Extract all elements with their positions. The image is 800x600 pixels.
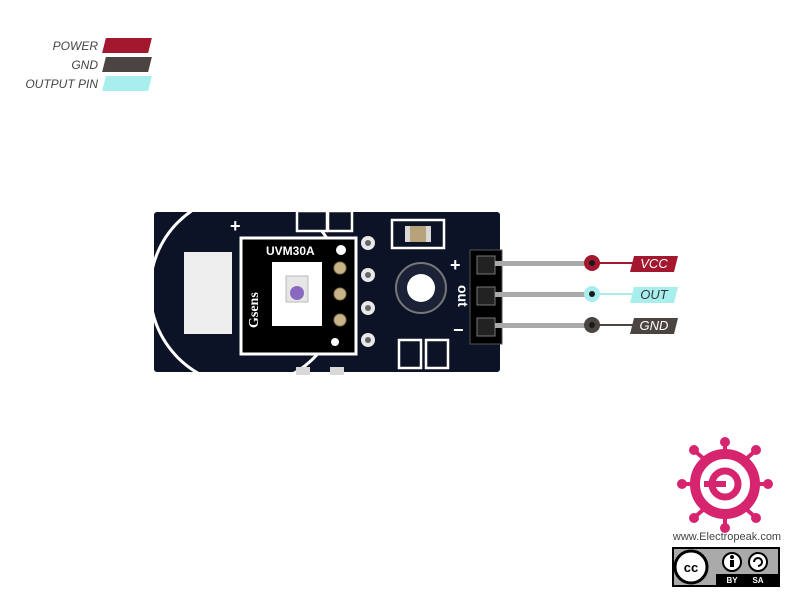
smd-pad: [296, 367, 310, 375]
legend-item-output: OUTPUT PIN: [0, 74, 160, 93]
capacitor-terminal: [426, 226, 431, 242]
legend-label: POWER: [52, 39, 98, 53]
smd-pad: [424, 338, 450, 370]
legend-item-gnd: GND: [0, 55, 160, 74]
legend: POWER GND OUTPUT PIN: [0, 36, 160, 93]
cc-icon: [673, 549, 709, 585]
legend-item-power: POWER: [0, 36, 160, 55]
smd-pad: [326, 209, 354, 233]
cc-license-badge: cc BY SA: [672, 547, 780, 587]
chip-label: UVM30A: [266, 244, 315, 258]
module-pin: [333, 287, 347, 301]
via-hole: [365, 272, 371, 278]
smd-pad: [295, 209, 329, 233]
smd-pad: [330, 367, 344, 375]
pin-label-gnd: GND: [630, 318, 678, 334]
pin-label-vcc: VCC: [630, 256, 678, 272]
legend-label: OUTPUT PIN: [25, 77, 98, 91]
pin-label-out-text: OUT: [640, 287, 668, 302]
pin-wire-gnd: [495, 323, 593, 328]
capacitor-terminal: [405, 226, 410, 242]
module-pin: [333, 261, 347, 275]
terminal-center: [589, 291, 595, 297]
license-sa-label: SA: [752, 576, 763, 585]
module-pin: [333, 313, 347, 327]
header-socket: [476, 286, 496, 306]
pin-out-mark-group: out: [455, 285, 471, 307]
smd-pad: [397, 338, 423, 370]
pin-wire-vcc: [495, 261, 593, 266]
mounting-hole: [407, 274, 435, 302]
pin-plus-mark: +: [450, 255, 461, 275]
pin-minus-mark: −: [453, 320, 464, 340]
module-mark: [331, 338, 339, 346]
header-socket: [476, 255, 496, 275]
brand-label-group: Gsens: [247, 292, 262, 328]
pin-wire-out: [495, 292, 593, 297]
pin-label-out: OUT: [630, 287, 678, 303]
electropeak-logo: [677, 437, 773, 533]
board-plus-mark: +: [230, 216, 241, 236]
header-socket: [476, 317, 496, 337]
capacitor: [405, 226, 431, 242]
brand-url[interactable]: www.Electropeak.com: [672, 531, 782, 543]
svg-text:cc: cc: [684, 560, 698, 575]
sensor-window: [184, 252, 232, 334]
via-hole: [365, 337, 371, 343]
pin-label-gnd-text: GND: [639, 318, 669, 333]
via-hole: [365, 305, 371, 311]
pin-label-vcc-text: VCC: [640, 256, 668, 271]
via-hole: [365, 240, 371, 246]
license-by-label: BY: [726, 576, 738, 585]
share-alike-icon: [748, 552, 768, 572]
module-mark: [336, 245, 346, 255]
legend-label: GND: [71, 58, 98, 72]
uv-photodiode: [290, 286, 304, 300]
module-brand-label: Gsens: [247, 292, 262, 328]
terminal-center: [589, 260, 595, 266]
pin-out-mark: out: [455, 285, 471, 307]
terminal-center: [589, 322, 595, 328]
